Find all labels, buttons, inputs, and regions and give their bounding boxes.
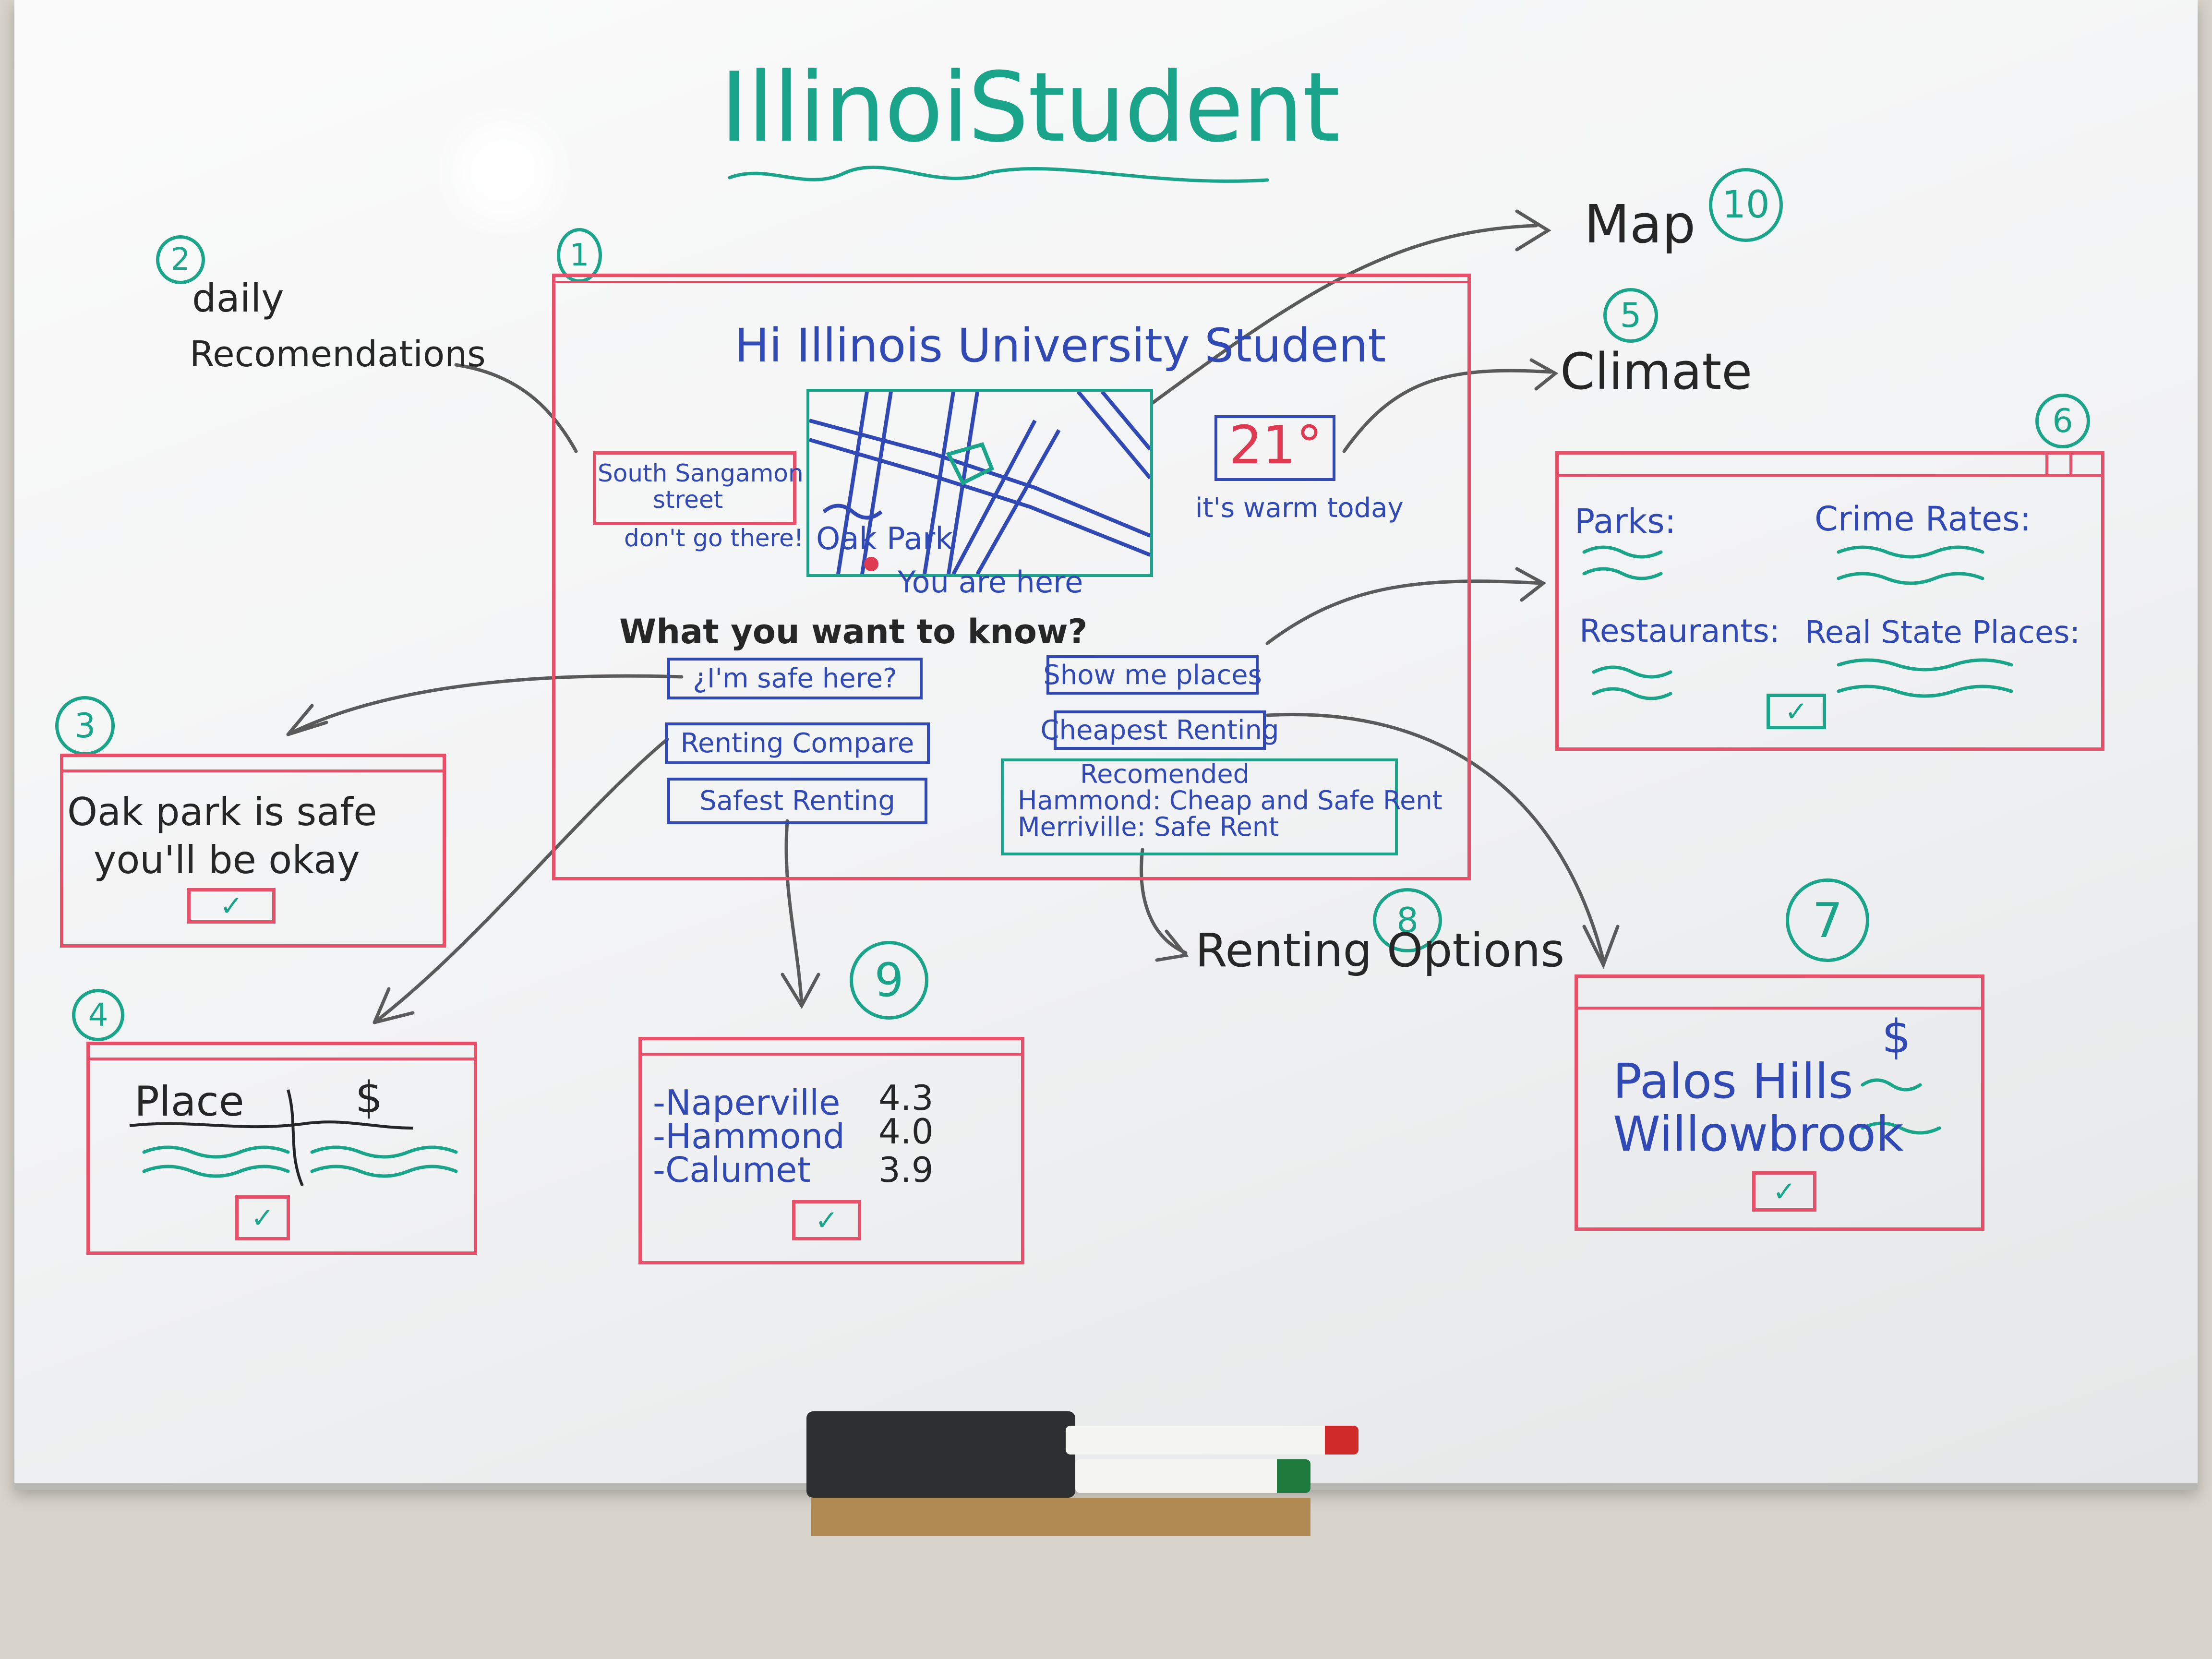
safe-panel-line2: you'll be okay	[94, 838, 360, 882]
safest-panel-ok-button[interactable]: ✓	[792, 1200, 861, 1240]
recommendations-label: Recomendations	[190, 334, 486, 375]
map-annotation-label: Map	[1584, 193, 1696, 255]
places-label-restaurants: Restaurants:	[1579, 613, 1780, 649]
safest-row-1-score: 4.3	[878, 1078, 934, 1118]
compare-col-price: $	[355, 1072, 383, 1123]
arrow-compare	[373, 737, 669, 1024]
safest-row-3-score: 3.9	[878, 1150, 934, 1190]
recommendation-street-line2: street	[653, 486, 723, 514]
cheapest-panel	[1575, 974, 1984, 1231]
arrow-cheapest	[1265, 713, 1605, 962]
safest-row-2-score: 4.0	[878, 1111, 934, 1152]
climate-annotation-label: Climate	[1560, 342, 1753, 401]
compare-panel-ok-button[interactable]: ✓	[235, 1195, 290, 1240]
daily-label: daily	[192, 276, 284, 321]
arrow-renting	[1140, 848, 1188, 955]
map-view[interactable]	[806, 389, 1153, 577]
compare-col-place: Place	[134, 1078, 244, 1126]
main-screen-frame	[552, 274, 1471, 880]
question-heading: What you want to know?	[619, 612, 1088, 651]
safest-row-1-place: -Naperville	[653, 1082, 841, 1123]
annotation-number-10: 10	[1709, 168, 1783, 242]
safest-renting-button[interactable]: Safest Renting	[667, 778, 927, 824]
marker-red[interactable]	[1066, 1426, 1358, 1455]
safe-panel-ok-button[interactable]: ✓	[187, 888, 276, 924]
recommended-title: Recomended	[1080, 759, 1250, 789]
annotation-number-6: 6	[2035, 394, 2090, 448]
arrow-safe	[286, 674, 684, 736]
compare-divider	[287, 1089, 304, 1187]
places-label-parks: Parks:	[1575, 502, 1676, 541]
marker-green[interactable]	[1075, 1459, 1310, 1493]
show-me-places-button[interactable]: Show me places	[1043, 655, 1262, 695]
app-title: IllinoiStudent	[720, 52, 1340, 164]
recommended-line1: Hammond: Cheap and Safe Rent	[1018, 785, 1443, 816]
title-underline	[728, 165, 1269, 183]
recommended-line2: Merriville: Safe Rent	[1018, 812, 1279, 842]
daily-recommendation-box[interactable]	[593, 451, 796, 525]
light-glare	[427, 110, 581, 235]
annotation-number-5: 5	[1603, 288, 1658, 343]
recommendation-note: don't go there!	[624, 524, 804, 552]
arrow-daily	[454, 363, 578, 453]
arrow-places	[1265, 579, 1543, 645]
annotation-number-4: 4	[72, 989, 124, 1041]
arrow-safest	[784, 819, 804, 1005]
map-place-label: Oak Park	[816, 521, 953, 557]
tray-base	[811, 1498, 1310, 1536]
annotation-number-2: 2	[156, 235, 205, 284]
map-caption: You are here	[898, 565, 1083, 600]
places-label-real-state: Real State Places:	[1805, 615, 2080, 650]
safest-row-2-place: -Hammond	[653, 1116, 845, 1156]
im-safe-here-button[interactable]: ¿I'm safe here?	[667, 658, 923, 699]
safe-panel	[60, 754, 446, 948]
temperature-value: 21°	[1229, 414, 1322, 476]
whiteboard	[14, 0, 2198, 1490]
cheapest-panel-ok-button[interactable]: ✓	[1752, 1171, 1816, 1212]
cheapest-line1: Palos Hills	[1613, 1053, 1853, 1109]
renting-options-label: Renting Options	[1195, 924, 1565, 977]
recommended-box[interactable]	[1001, 758, 1398, 855]
places-panel-ok-button[interactable]: ✓	[1767, 694, 1826, 729]
safe-panel-line1: Oak park is safe	[67, 790, 377, 834]
cheapest-currency: $	[1882, 1010, 1911, 1064]
eraser[interactable]	[806, 1411, 1075, 1498]
annotation-number-7: 7	[1786, 878, 1869, 962]
annotation-number-3: 3	[55, 696, 115, 756]
safest-panel	[638, 1037, 1024, 1264]
greeting-heading: Hi Illinois University Student	[734, 319, 1386, 373]
compare-panel	[86, 1042, 477, 1255]
temperature-box[interactable]	[1214, 415, 1335, 481]
map-streets	[809, 392, 1150, 574]
temperature-note: it's warm today	[1195, 493, 1404, 524]
renting-compare-button[interactable]: Renting Compare	[665, 722, 930, 764]
recommendation-street-line1: South Sangamon	[598, 459, 804, 487]
annotation-number-9: 9	[850, 941, 928, 1020]
safest-row-3-place: -Calumet	[653, 1150, 811, 1190]
marker-tray	[806, 1411, 1358, 1541]
cheapest-renting-button[interactable]: Cheapest Renting	[1040, 710, 1279, 750]
places-label-crime-rates: Crime Rates:	[1815, 499, 2032, 539]
annotation-number-1: 1	[557, 228, 602, 283]
cheapest-line2: Willowbrook	[1613, 1106, 1904, 1162]
annotation-number-8: 8	[1373, 888, 1442, 952]
places-panel	[1555, 451, 2104, 751]
location-pin	[864, 557, 878, 571]
arrow-climate	[1342, 369, 1552, 453]
